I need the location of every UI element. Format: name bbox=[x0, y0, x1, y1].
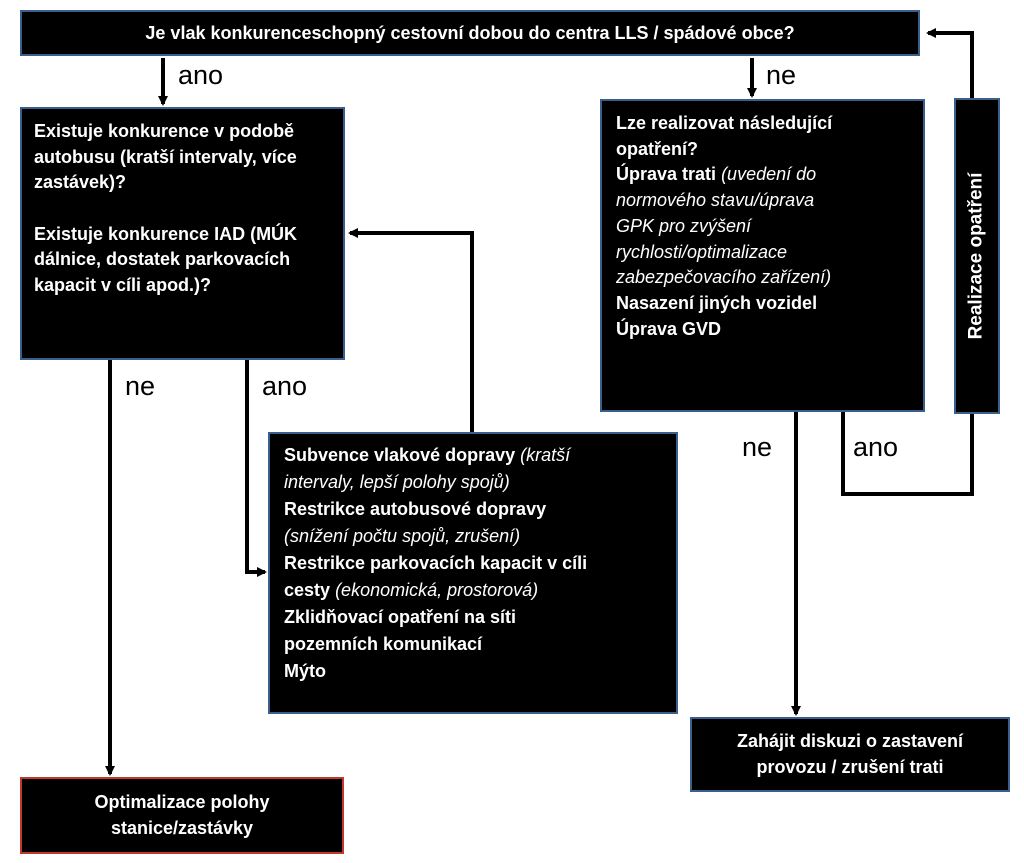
bus-restriction-label: Restrikce autobusové dopravy bbox=[284, 499, 547, 519]
track-adjustment-note-4: rychlosti/optimalizace bbox=[616, 241, 788, 262]
top-question-box: Je vlak konkurenceschopný cestovní dobou… bbox=[20, 10, 920, 56]
measures-line-2: opatření? bbox=[616, 138, 699, 159]
track-adjustment-note-5: zabezpečovacího zařízení) bbox=[616, 267, 832, 288]
measures-box: Lze realizovat následující opatření? Úpr… bbox=[600, 99, 925, 412]
track-adjustment-note-1: (uvedení do bbox=[721, 164, 817, 185]
bus-restriction-note: (snížení počtu spojů, zrušení) bbox=[284, 526, 521, 546]
arrow-measures-yes-to-realization bbox=[841, 412, 974, 496]
other-vehicles-label: Nasazení jiných vozidel bbox=[616, 293, 818, 314]
discussion-text: Zahájit diskuzi o zastavení provozu / zr… bbox=[736, 730, 964, 777]
arrow-competition-to-subsidy bbox=[245, 360, 267, 577]
subsidy-box: Subvence vlakové dopravy (kratší interva… bbox=[268, 432, 678, 714]
car-competition-question: Existuje konkurence IAD (MÚK dálnice, do… bbox=[34, 223, 298, 295]
label-no-competition: ne bbox=[125, 371, 156, 401]
parking-restriction-note: (ekonomická, prostorová) bbox=[335, 580, 539, 600]
realization-box: Realizace opatření bbox=[954, 98, 1000, 414]
arrow-realization-to-top bbox=[926, 28, 974, 98]
traffic-calming-label: Zklidňovací opatření na síti bbox=[284, 607, 517, 627]
top-question-text: Je vlak konkurenceschopný cestovní dobou… bbox=[145, 23, 795, 43]
optimization-text: Optimalizace polohy stanice/zastávky bbox=[94, 791, 270, 838]
bus-competition-question: Existuje konkurence v podobě autobusu (k… bbox=[34, 121, 297, 193]
toll-label: Mýto bbox=[284, 661, 326, 681]
label-yes-competition: ano bbox=[262, 371, 308, 401]
train-subsidy-note-1: (kratší bbox=[520, 445, 571, 465]
discussion-box: Zahájit diskuzi o zastavení provozu / zr… bbox=[690, 717, 1010, 792]
optimization-box: Optimalizace polohy stanice/zastávky bbox=[20, 777, 344, 854]
parking-restriction-label-2: cesty bbox=[284, 580, 331, 600]
label-no-measures: ne bbox=[742, 432, 773, 462]
arrow-subsidy-to-competition bbox=[348, 228, 474, 432]
label-yes-top: ano bbox=[178, 60, 224, 90]
timetable-label: Úprava GVD bbox=[616, 318, 722, 339]
realization-label: Realizace opatření bbox=[965, 172, 987, 340]
track-adjustment-note-2: normového stavu/úprava bbox=[616, 190, 815, 211]
label-yes-measures: ano bbox=[853, 432, 899, 462]
label-no-top: ne bbox=[766, 60, 797, 90]
train-subsidy-note-2: intervaly, lepší polohy spojů) bbox=[284, 472, 510, 492]
measures-line-1: Lze realizovat následující bbox=[616, 113, 833, 133]
traffic-calming-label-2: pozemních komunikací bbox=[284, 634, 483, 654]
parking-restriction-label: Restrikce parkovacích kapacit v cíli bbox=[284, 553, 588, 573]
track-adjustment-label: Úprava trati bbox=[616, 164, 717, 185]
track-adjustment-note-3: GPK pro zvýšení bbox=[616, 215, 752, 236]
competition-question-box: Existuje konkurence v podobě autobusu (k… bbox=[20, 107, 345, 360]
train-subsidy-label: Subvence vlakové dopravy bbox=[284, 445, 516, 465]
